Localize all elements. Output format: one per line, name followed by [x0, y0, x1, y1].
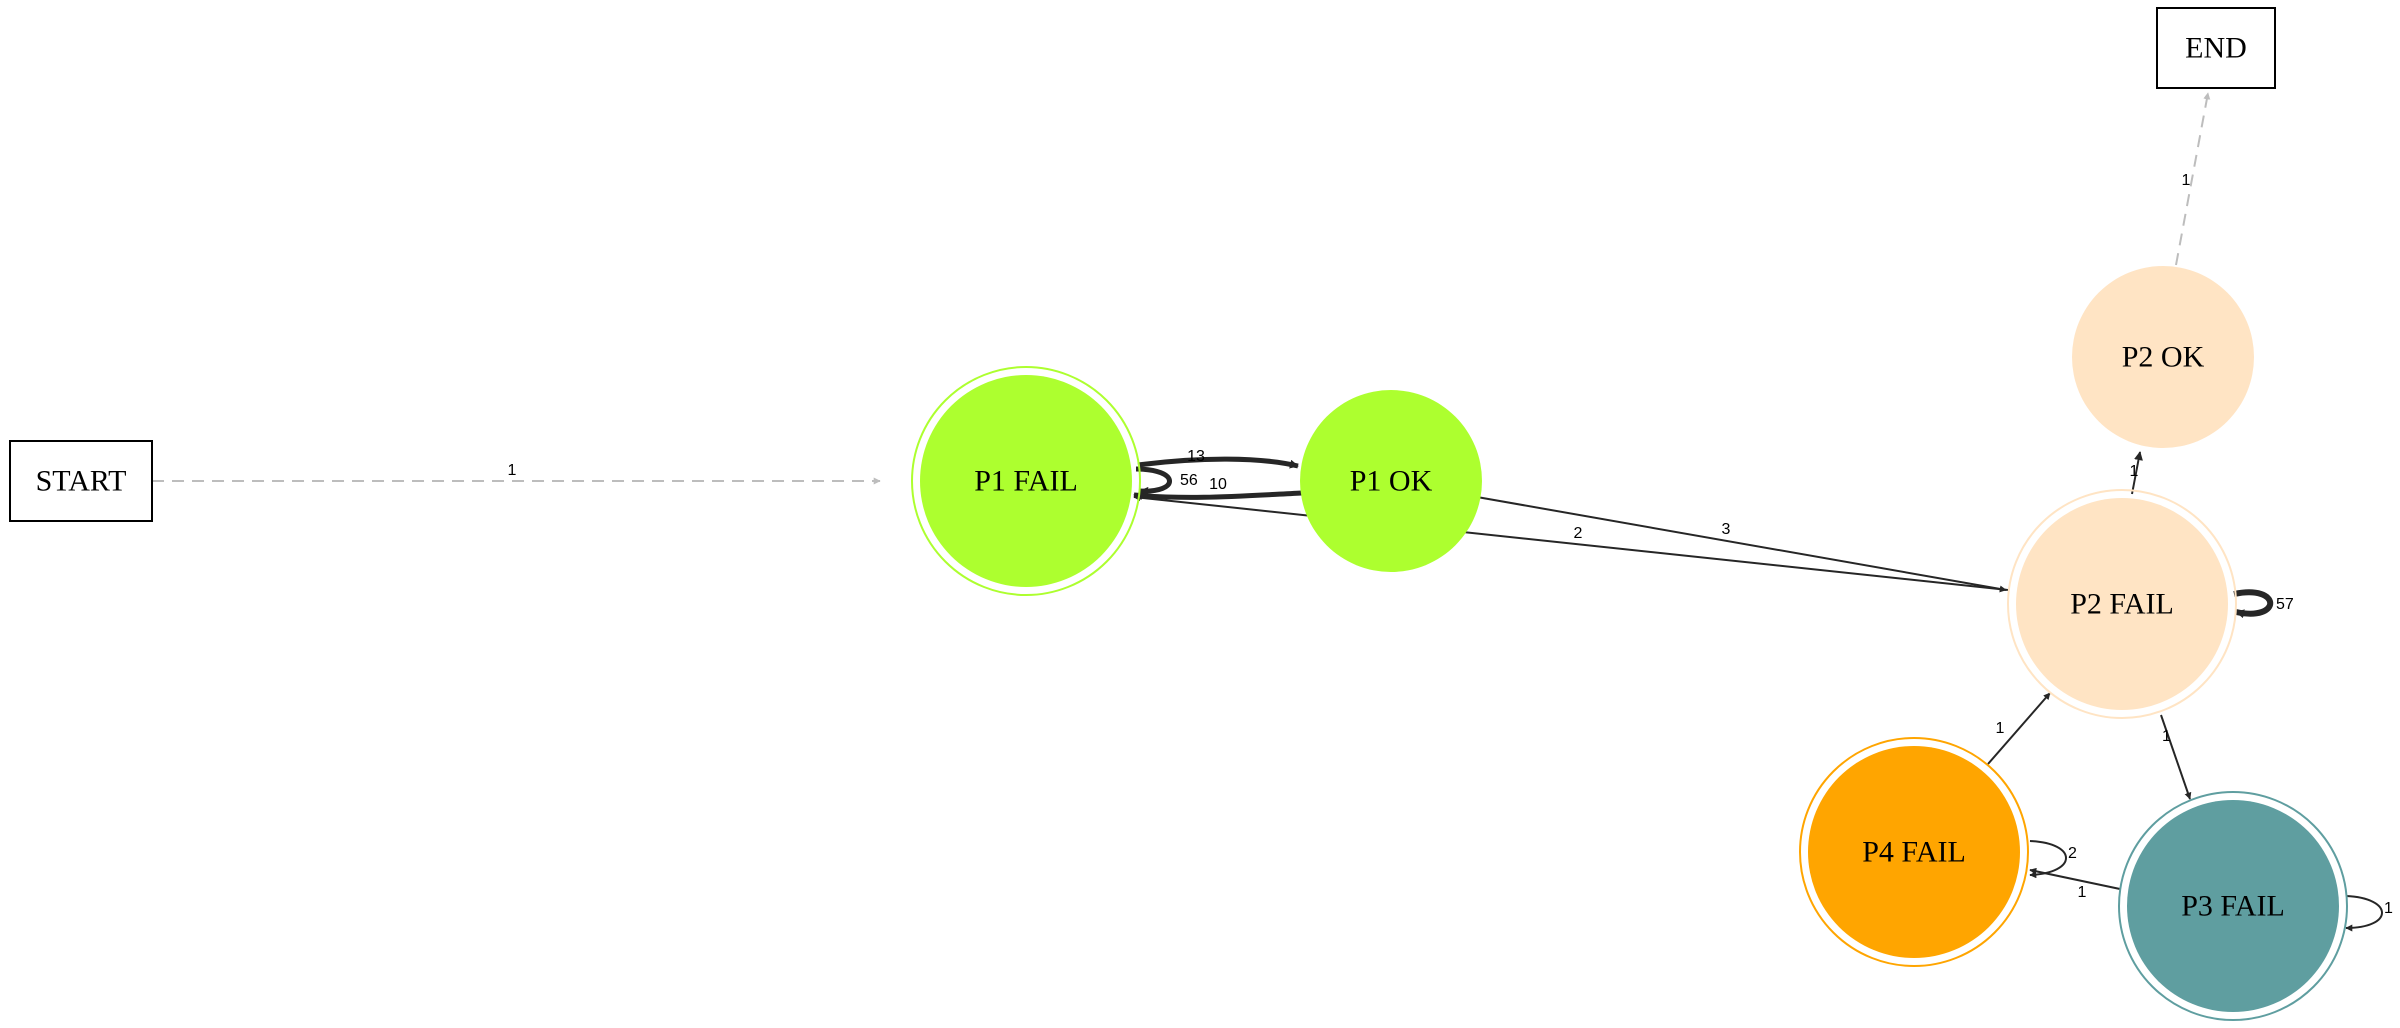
edge-p3-fail-self: 1 — [2345, 895, 2393, 932]
node-label-p4-fail: P4 FAIL — [1862, 836, 1966, 869]
edge-label-p3-fail-p4-fail: 1 — [2078, 884, 2087, 901]
node-p2-ok[interactable]: P2 OK — [2072, 266, 2254, 448]
edge-label-p2-fail-p3-fail: 1 — [2162, 728, 2171, 745]
node-p1-fail[interactable]: P1 FAIL — [911, 366, 1141, 596]
edge-label-p1-ok-p2-fail: 3 — [1722, 521, 1731, 538]
node-label-start: START — [36, 465, 127, 498]
edge-p2-fail-p3-fail: 1 — [2160, 714, 2192, 800]
edge-label-p1-fail-self: 56 — [1180, 472, 1198, 489]
node-p3-fail[interactable]: P3 FAIL — [2118, 791, 2348, 1021]
edge-p2-fail-p1-fail: 2 — [1133, 494, 2009, 591]
nodes: START END P1 FAIL P1 OK P2 OK P2 FAIL — [9, 7, 2348, 1021]
node-label-p3-fail: P3 FAIL — [2181, 890, 2285, 923]
node-label-p1-fail: P1 FAIL — [974, 465, 1078, 498]
edge-p1-fail-p1-ok: 13 — [1137, 448, 1299, 469]
edge-label-p4-fail-p2-fail: 1 — [1996, 720, 2005, 737]
edge-p1-ok-p2-fail: 3 — [1476, 496, 2007, 593]
edge-p1-ok-p1-fail: 10 — [1133, 476, 1303, 501]
node-start[interactable]: START — [9, 440, 153, 522]
edge-p1-fail-self: 56 — [1135, 466, 1198, 496]
node-end[interactable]: END — [2156, 7, 2276, 89]
edge-label-p3-fail-self: 1 — [2384, 900, 2393, 917]
edge-label-p2-fail-p2-ok: 1 — [2130, 463, 2139, 480]
edge-p2-ok-end: 1 — [2175, 92, 2211, 266]
edge-label-p1-fail-p1-ok: 13 — [1187, 448, 1205, 465]
edge-p2-fail-self: 57 — [2233, 589, 2294, 619]
edge-label-p2-ok-end: 1 — [2182, 172, 2191, 189]
edge-label-p1-ok-p1-fail: 10 — [1209, 476, 1227, 493]
node-label-p2-fail: P2 FAIL — [2070, 588, 2174, 621]
node-label-p2-ok: P2 OK — [2122, 341, 2205, 374]
edges: 1 13 10 56 3 2 1 — [152, 92, 2393, 932]
edge-label-p2-fail-p1-fail: 2 — [1574, 525, 1583, 542]
edge-p4-fail-p2-fail: 1 — [1987, 692, 2051, 765]
edge-p4-fail-self: 2 — [2029, 840, 2077, 879]
edge-start-p1-fail: 1 — [152, 462, 881, 485]
edge-p2-fail-p2-ok: 1 — [2130, 451, 2143, 495]
node-label-p1-ok: P1 OK — [1350, 465, 1433, 498]
node-p2-fail[interactable]: P2 FAIL — [2007, 489, 2237, 719]
node-p1-ok[interactable]: P1 OK — [1300, 390, 1482, 572]
edge-label-p2-fail-self: 57 — [2276, 596, 2294, 613]
edge-p3-fail-p4-fail: 1 — [2029, 867, 2121, 901]
edge-label-p4-fail-self: 2 — [2068, 845, 2077, 862]
node-p4-fail[interactable]: P4 FAIL — [1799, 737, 2029, 967]
node-label-end: END — [2185, 32, 2247, 65]
edge-label-start-p1-fail: 1 — [508, 462, 517, 479]
